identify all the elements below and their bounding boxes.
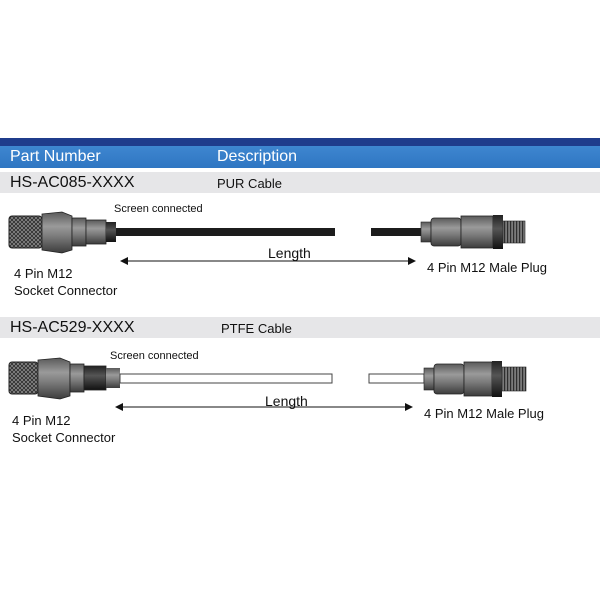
cable-1-left — [116, 228, 335, 236]
male-plug-label: 4 Pin M12 Male Plug — [424, 406, 544, 421]
table-row: HS-AC529-XXXX PTFE Cable — [0, 317, 600, 338]
table-header: Part Number Description — [0, 146, 600, 168]
length-label: Length — [265, 393, 308, 409]
cable-1-right — [371, 228, 421, 236]
part-number: HS-AC085-XXXX — [10, 174, 135, 191]
cable-2-left — [119, 373, 333, 384]
cable-description: PTFE Cable — [221, 321, 292, 336]
table-row: HS-AC085-XXXX PUR Cable — [0, 172, 600, 193]
header-part-number: Part Number — [10, 148, 101, 165]
socket-connector-2 — [8, 357, 120, 400]
part-number: HS-AC529-XXXX — [10, 319, 135, 336]
cable-2-right — [368, 373, 425, 384]
screen-connected-label: Screen connected — [110, 350, 199, 362]
socket-connector-label: 4 Pin M12 Socket Connector — [12, 413, 116, 445]
header-description: Description — [217, 148, 298, 165]
header-accent-band — [0, 138, 600, 146]
male-plug-1 — [420, 215, 526, 249]
length-label: Length — [268, 245, 311, 261]
socket-connector-1 — [8, 211, 116, 254]
male-plug-2 — [423, 361, 527, 397]
male-plug-label: 4 Pin M12 Male Plug — [427, 260, 547, 275]
cable-description: PUR Cable — [217, 176, 283, 191]
socket-connector-label: 4 Pin M12 Socket Connector — [14, 266, 118, 298]
screen-connected-label: Screen connected — [114, 203, 203, 215]
